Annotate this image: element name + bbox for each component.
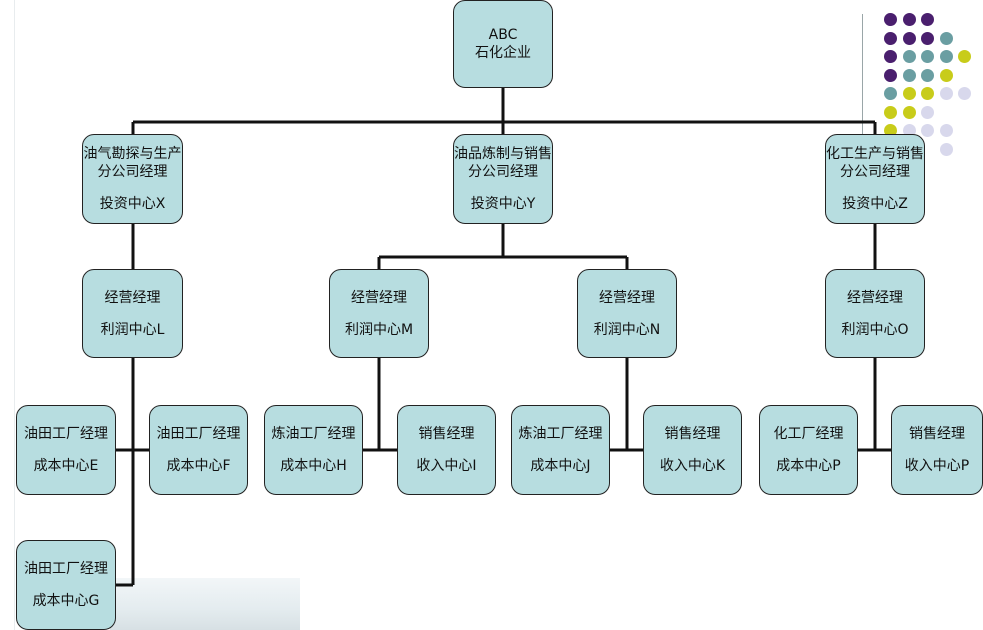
leaf-title: 油田工厂经理 bbox=[24, 561, 108, 577]
leaf-title: 油田工厂经理 bbox=[156, 426, 241, 442]
division-role: 分公司经理 bbox=[468, 164, 538, 180]
division-center: 投资中心X bbox=[99, 196, 166, 212]
decorative-dot bbox=[884, 124, 897, 137]
division-title: 油品炼制与销售 bbox=[454, 146, 552, 162]
leaf-center: 成本中心P bbox=[776, 458, 841, 474]
profit-center: 利润中心L bbox=[100, 321, 165, 338]
decorative-dot bbox=[921, 105, 934, 119]
profit-title: 经营经理 bbox=[351, 289, 407, 306]
decorative-dot bbox=[884, 31, 897, 45]
decorative-dot bbox=[902, 124, 916, 137]
division-role: 分公司经理 bbox=[97, 164, 168, 180]
left-rule bbox=[14, 0, 15, 630]
profit-node-m: 经营经理 利润中心M bbox=[329, 269, 429, 358]
division-node-x: 油气勘探与生产 分公司经理 投资中心X bbox=[82, 134, 183, 224]
profit-node-l: 经营经理 利润中心L bbox=[82, 269, 183, 358]
cost-node-j: 炼油工厂经理 成本中心J bbox=[511, 405, 610, 495]
decorative-dot bbox=[884, 105, 897, 119]
division-center: 投资中心Y bbox=[470, 196, 536, 212]
decorative-dot bbox=[902, 13, 916, 26]
leaf-title: 销售经理 bbox=[909, 426, 965, 442]
decorative-dot bbox=[902, 50, 916, 63]
decorative-dot bbox=[902, 68, 916, 82]
revenue-node-i: 销售经理 收入中心I bbox=[397, 405, 496, 495]
cost-node-h: 炼油工厂经理 成本中心H bbox=[264, 405, 363, 495]
decorative-dot bbox=[921, 68, 934, 82]
decorative-dot bbox=[939, 142, 953, 156]
decorative-dot bbox=[921, 31, 934, 45]
decorative-dot bbox=[884, 87, 897, 100]
decorative-dot bbox=[939, 68, 953, 82]
division-title: 油气勘探与生产 bbox=[83, 146, 182, 162]
leaf-title: 炼油工厂经理 bbox=[518, 426, 603, 442]
leaf-center: 收入中心P bbox=[904, 458, 970, 474]
company-node: ABC 石化企业 bbox=[453, 0, 553, 88]
decorative-dot bbox=[921, 13, 934, 26]
decorative-dot bbox=[958, 87, 971, 100]
division-role: 分公司经理 bbox=[840, 164, 910, 180]
decorative-dot bbox=[958, 50, 971, 63]
decorative-dot bbox=[902, 105, 916, 119]
profit-title: 经营经理 bbox=[847, 289, 903, 306]
division-node-z: 化工生产与销售 分公司经理 投资中心Z bbox=[825, 134, 925, 224]
decorative-dot bbox=[902, 31, 916, 45]
cost-node-g: 油田工厂经理 成本中心G bbox=[16, 540, 116, 630]
division-title: 化工生产与销售 bbox=[826, 146, 924, 162]
division-node-y: 油品炼制与销售 分公司经理 投资中心Y bbox=[453, 134, 553, 224]
leaf-center: 成本中心J bbox=[530, 458, 591, 474]
profit-title: 经营经理 bbox=[599, 289, 655, 306]
leaf-title: 化工厂经理 bbox=[773, 426, 844, 442]
leaf-center: 成本中心G bbox=[32, 593, 100, 609]
leaf-center: 成本中心H bbox=[280, 458, 347, 474]
leaf-title: 销售经理 bbox=[418, 426, 475, 442]
cost-node-f: 油田工厂经理 成本中心F bbox=[149, 405, 248, 495]
decorative-dot bbox=[884, 13, 897, 26]
decorative-dot bbox=[939, 87, 953, 100]
decorative-dot bbox=[921, 50, 934, 63]
leaf-center: 收入中心I bbox=[416, 458, 477, 474]
decorative-dot bbox=[884, 50, 897, 63]
profit-title: 经营经理 bbox=[104, 289, 161, 306]
profit-node-n: 经营经理 利润中心N bbox=[577, 269, 677, 358]
decorative-dot bbox=[902, 87, 916, 100]
decorative-dot bbox=[921, 87, 934, 100]
decorative-dot bbox=[939, 50, 953, 63]
decorative-photo-strip bbox=[110, 578, 300, 630]
profit-center: 利润中心M bbox=[344, 321, 414, 338]
leaf-title: 油田工厂经理 bbox=[24, 426, 108, 442]
profit-center: 利润中心O bbox=[841, 321, 909, 338]
leaf-title: 炼油工厂经理 bbox=[271, 426, 356, 442]
leaf-center: 收入中心K bbox=[659, 458, 726, 474]
cost-node-e: 油田工厂经理 成本中心E bbox=[16, 405, 116, 495]
company-name: 石化企业 bbox=[475, 45, 531, 61]
cost-node-p: 化工厂经理 成本中心P bbox=[759, 405, 858, 495]
decorative-dot bbox=[939, 124, 953, 137]
leaf-center: 成本中心F bbox=[166, 458, 231, 474]
decorative-dot bbox=[939, 31, 953, 45]
profit-node-o: 经营经理 利润中心O bbox=[825, 269, 925, 358]
revenue-node-k: 销售经理 收入中心K bbox=[643, 405, 742, 495]
profit-center: 利润中心N bbox=[593, 321, 661, 338]
revenue-node-p: 销售经理 收入中心P bbox=[891, 405, 983, 495]
leaf-center: 成本中心E bbox=[33, 458, 99, 474]
decorative-dot bbox=[884, 68, 897, 82]
decorative-dot bbox=[921, 124, 934, 137]
division-center: 投资中心Z bbox=[842, 196, 908, 212]
leaf-title: 销售经理 bbox=[664, 426, 721, 442]
decorative-rule bbox=[862, 14, 863, 134]
company-code: ABC bbox=[488, 27, 518, 43]
